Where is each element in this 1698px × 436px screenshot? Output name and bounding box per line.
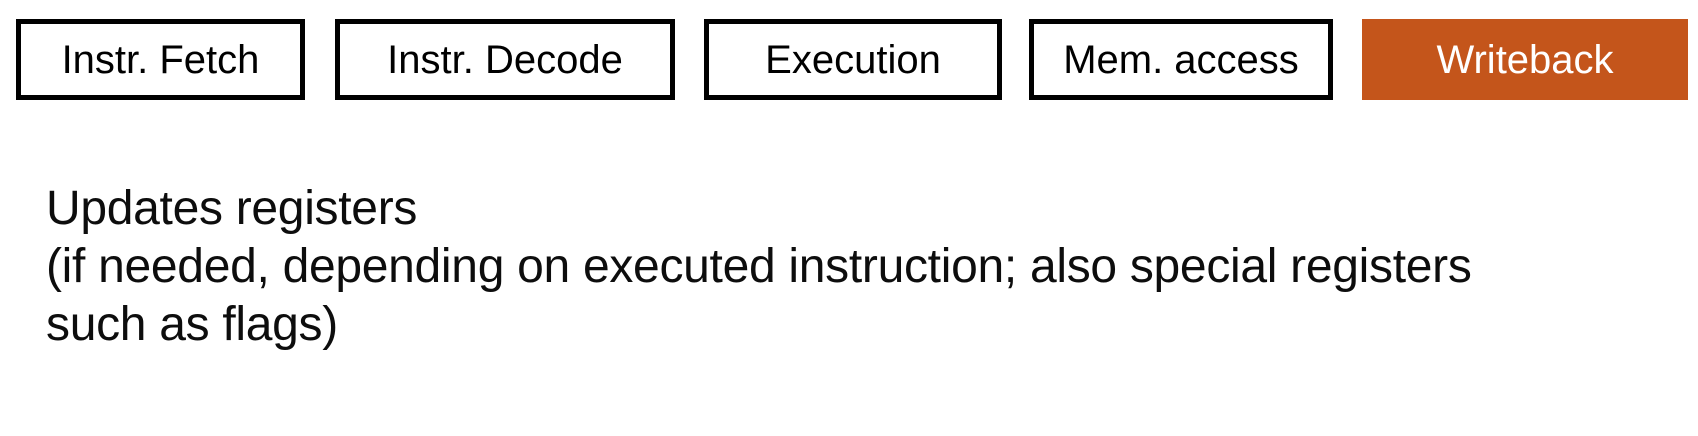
stage-instr-decode-label: Instr. Decode <box>387 37 623 82</box>
description-line-2: (if needed, depending on executed instru… <box>46 240 1472 293</box>
stage-writeback-highlighted: Writeback <box>1362 19 1688 100</box>
stage-description: Updates registers (if needed, depending … <box>46 180 1472 354</box>
pipeline-stage-row: Instr. Fetch Instr. Decode Execution Mem… <box>0 0 1698 120</box>
stage-instr-fetch: Instr. Fetch <box>16 19 305 100</box>
stage-writeback-label: Writeback <box>1436 37 1614 82</box>
stage-execution-label: Execution <box>765 37 941 82</box>
stage-instr-fetch-label: Instr. Fetch <box>61 37 260 82</box>
stage-instr-decode: Instr. Decode <box>335 19 675 100</box>
stage-mem-access-label: Mem. access <box>1063 37 1299 82</box>
description-line-3: such as flags) <box>46 298 338 351</box>
description-line-1: Updates registers <box>46 182 418 235</box>
stage-execution: Execution <box>704 19 1002 100</box>
stage-mem-access: Mem. access <box>1029 19 1333 100</box>
